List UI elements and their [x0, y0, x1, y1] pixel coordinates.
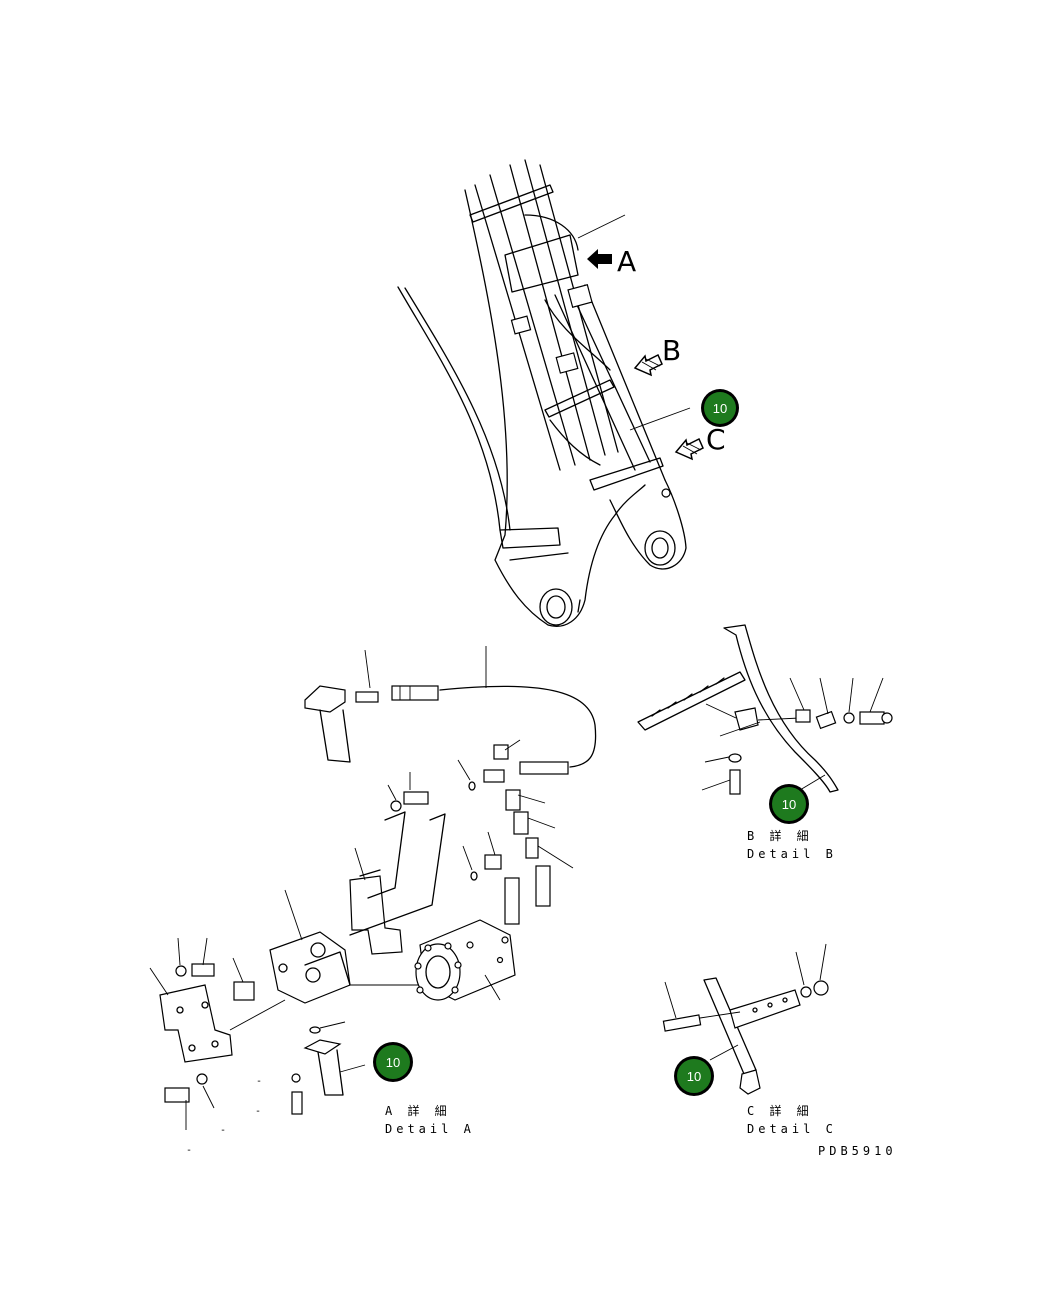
callout-badge-detail-b: 10 — [769, 784, 809, 824]
view-label-c: C — [706, 423, 726, 456]
detail-b-title-en: Detail B — [747, 847, 837, 861]
badge-circle — [376, 1045, 410, 1079]
detail-a-title-jp: A 詳 細 — [385, 1103, 451, 1118]
badge-circle — [704, 392, 736, 424]
detail-a-assembly: - - - - — [149, 646, 597, 1156]
badge-circle — [677, 1059, 711, 1093]
badge-circle — [772, 787, 806, 821]
dash-mark-4: - — [186, 1145, 192, 1156]
badge-number: 10 — [713, 401, 727, 416]
dash-mark-2: - — [255, 1106, 261, 1117]
badge-number: 10 — [782, 797, 796, 812]
view-label-a: A — [617, 245, 636, 278]
detail-c-title-jp: C 詳 細 — [747, 1103, 813, 1118]
callout-badge-detail-c: 10 — [674, 1056, 714, 1096]
view-arrow-a: A — [587, 245, 636, 278]
drawing-number: PDB5910 — [818, 1144, 897, 1158]
detail-c-title-en: Detail C — [747, 1122, 837, 1136]
boom-hydraulic-lines — [469, 159, 691, 498]
view-arrow-c: C — [674, 423, 726, 461]
badge-number: 10 — [687, 1069, 701, 1084]
dash-mark-1: - — [256, 1076, 262, 1087]
detail-c-assembly — [662, 943, 829, 1095]
detail-b-title-jp: B 詳 細 — [747, 828, 813, 843]
view-label-b: B — [662, 334, 681, 367]
badge-number: 10 — [386, 1055, 400, 1070]
callout-badge-detail-a: 10 — [373, 1042, 413, 1082]
view-arrow-b: B — [633, 334, 681, 377]
dash-mark-3: - — [220, 1125, 226, 1136]
detail-a-title-en: Detail A — [385, 1122, 475, 1136]
callout-badge-boom: 10 — [701, 389, 739, 427]
detail-b-assembly — [637, 624, 893, 795]
boom-arm — [397, 189, 687, 627]
